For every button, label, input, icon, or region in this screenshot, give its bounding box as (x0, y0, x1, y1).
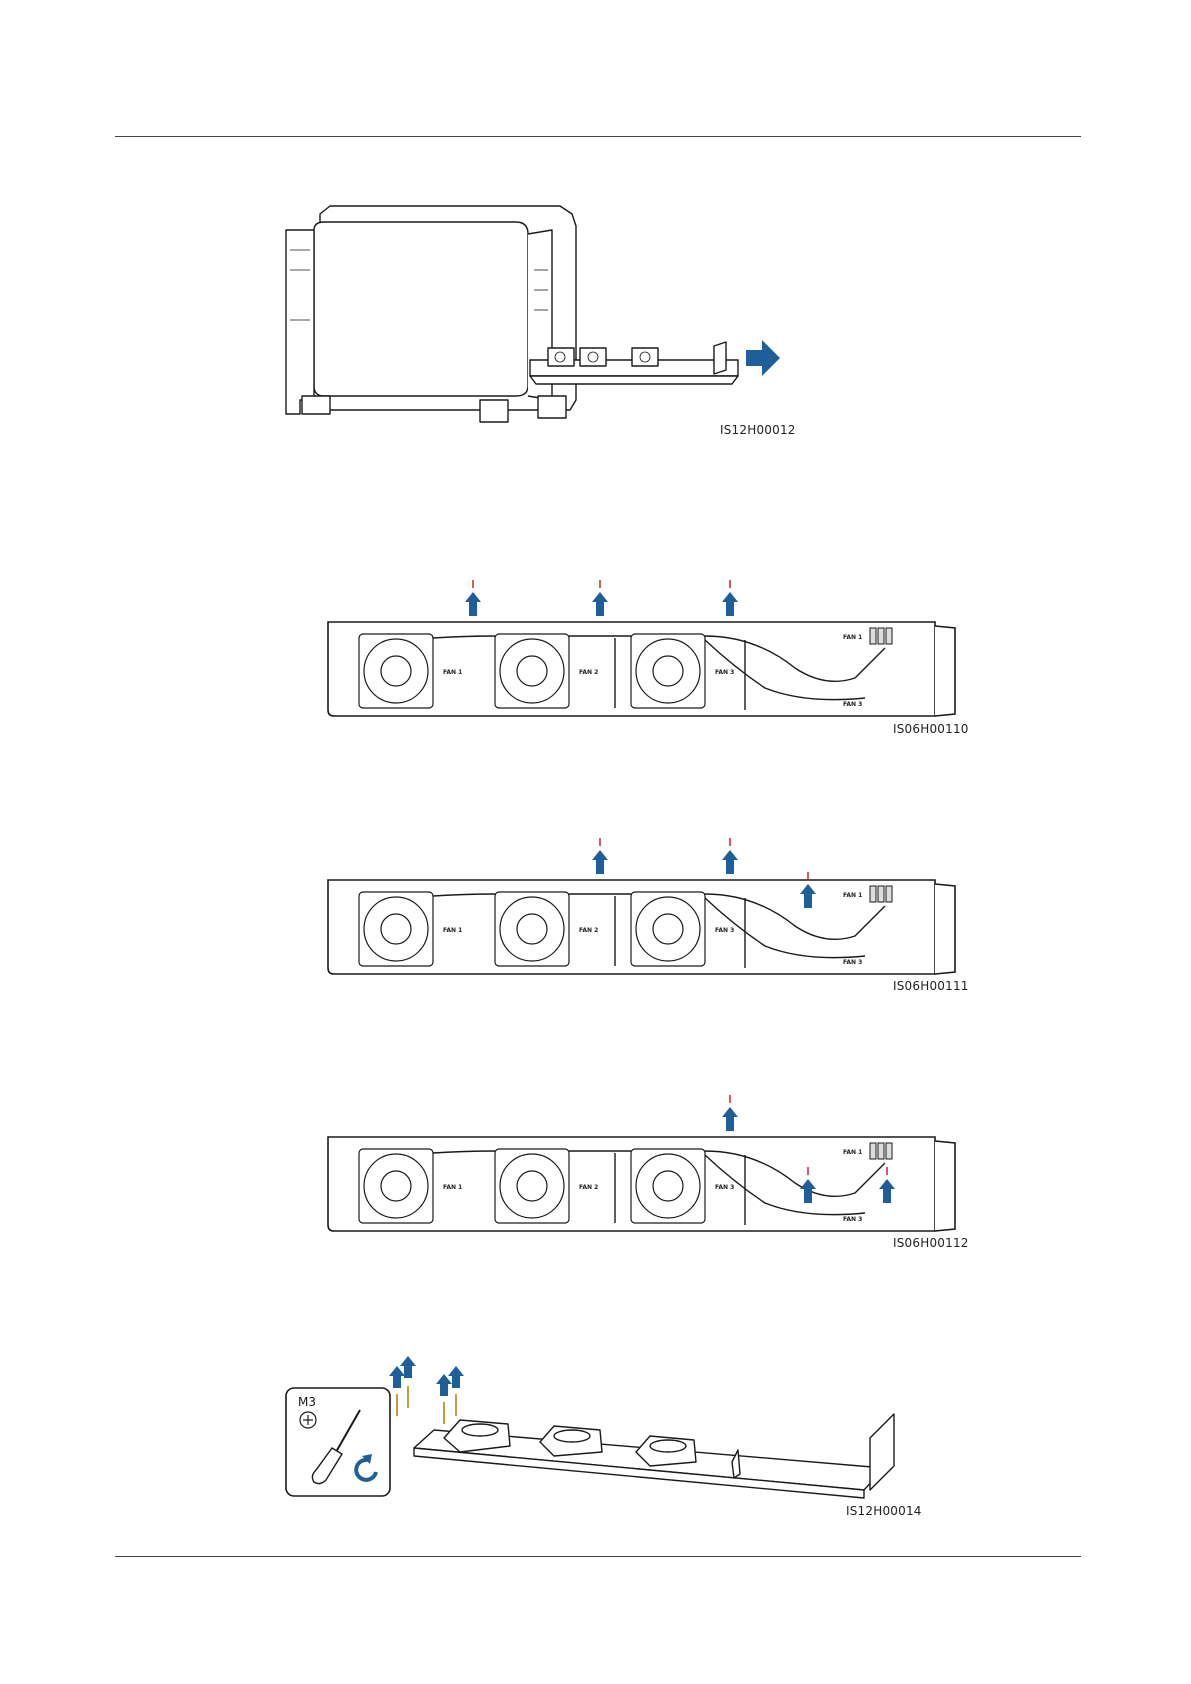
figure-code-5: IS12H00014 (846, 1504, 922, 1518)
figure-inverter-fan-tray-removal (280, 200, 800, 440)
panel-label-fan-3: FAN 3 (843, 701, 862, 708)
panel-label-fan-3: FAN 3 (843, 1216, 862, 1223)
fan-label-1: FAN 1 (443, 1184, 462, 1191)
figure-code-4: IS06H00112 (893, 1236, 969, 1250)
figure-fan-tray-view-3: FAN 1 FAN 2 FAN 3 FAN 1 FAN 3 (325, 1093, 965, 1243)
fan-label-1: FAN 1 (443, 927, 462, 934)
screwdriver-callout: M3 (286, 1388, 390, 1496)
fan-label-2: FAN 2 (579, 669, 598, 676)
figure-fan-tray-view-2: FAN 1 FAN 2 FAN 3 FAN 1 FAN 3 (325, 836, 965, 986)
lift-arrows (465, 580, 738, 616)
figure-fan-tray-view-1: FAN 1 FAN 2 FAN 3 FAN 1 FAN 3 (325, 578, 965, 728)
footer-rule (115, 1556, 1081, 1557)
panel-label-fan-3: FAN 3 (843, 959, 862, 966)
fan-label-2: FAN 2 (579, 927, 598, 934)
fan-units (359, 1149, 705, 1223)
screw-lift-arrows (389, 1356, 464, 1396)
fan-label-3: FAN 3 (715, 927, 734, 934)
panel-label-fan-1: FAN 1 (843, 892, 862, 899)
fan-label-3: FAN 3 (715, 669, 734, 676)
header-rule (115, 136, 1081, 137)
panel-label-fan-1: FAN 1 (843, 1149, 862, 1156)
screw-size-label: M3 (298, 1395, 316, 1409)
fan-units (359, 892, 705, 966)
figure-code-2: IS06H00110 (893, 722, 969, 736)
panel-label-fan-1: FAN 1 (843, 634, 862, 641)
figure-code-3: IS06H00111 (893, 979, 969, 993)
pull-out-arrow-icon (746, 340, 780, 376)
fan-units (359, 634, 705, 708)
figure-remove-fan-screws: M3 (284, 1348, 944, 1508)
fan-label-2: FAN 2 (579, 1184, 598, 1191)
fan-label-1: FAN 1 (443, 669, 462, 676)
fan-label-3: FAN 3 (715, 1184, 734, 1191)
figure-code-1: IS12H00012 (720, 423, 796, 437)
inverter-illustration (280, 200, 800, 440)
